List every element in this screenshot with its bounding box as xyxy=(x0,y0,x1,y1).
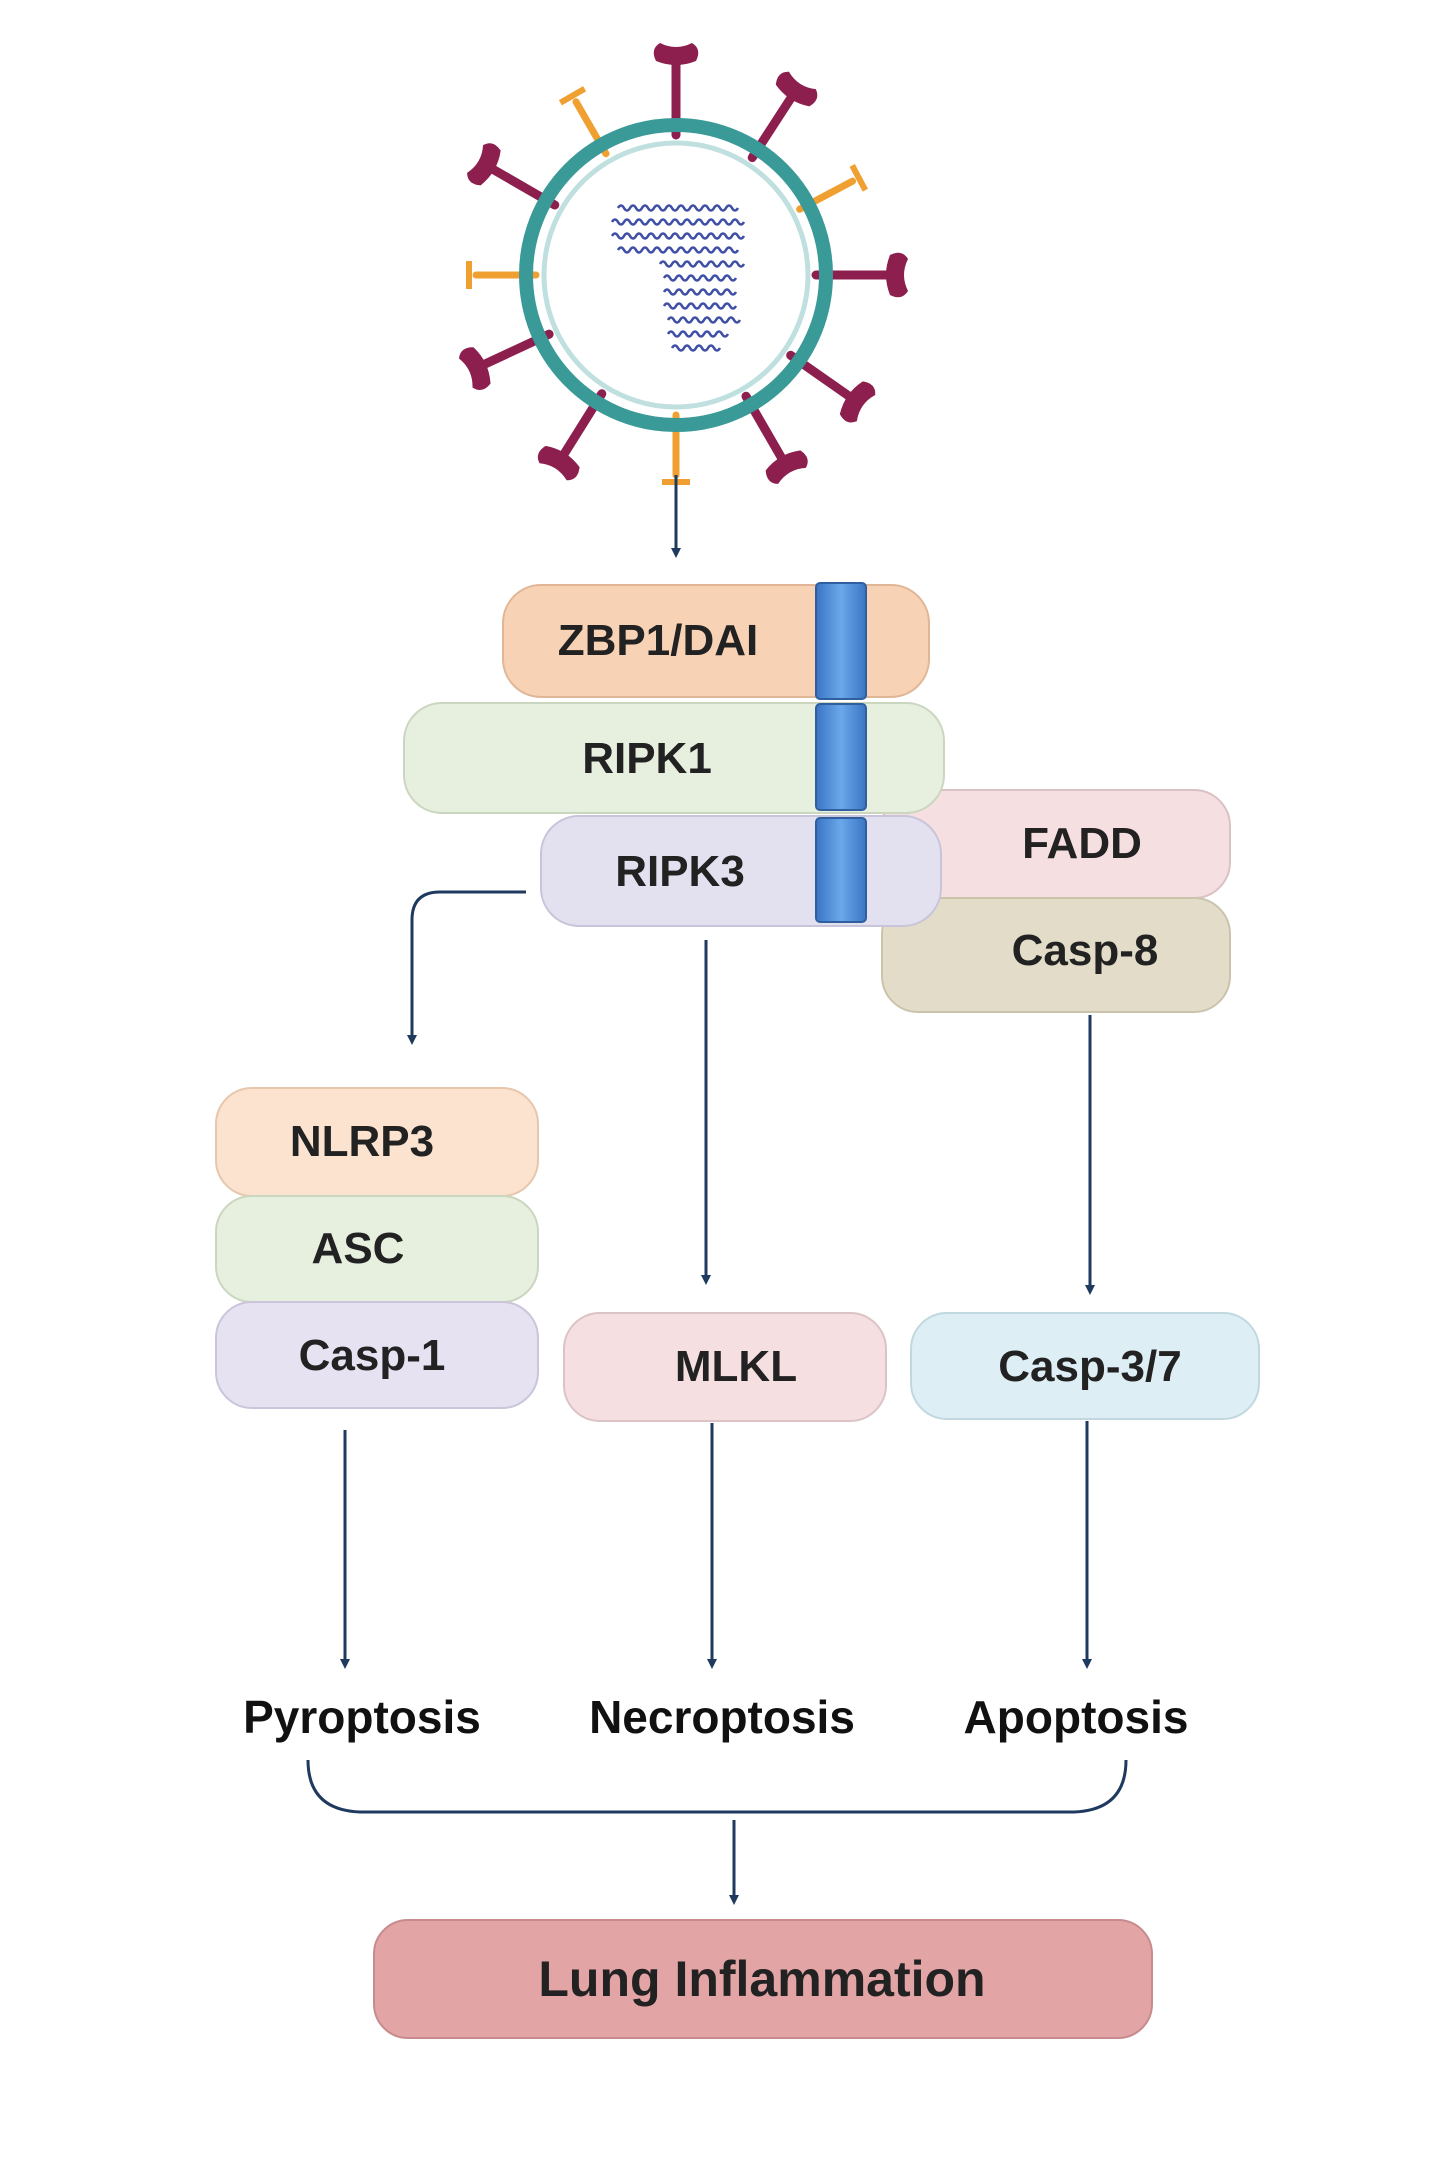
rna-strand xyxy=(610,232,746,240)
virus-envelope xyxy=(519,118,833,432)
rhim-domain-ripk1 xyxy=(815,703,867,811)
necroptosis-label: Necroptosis xyxy=(589,1691,855,1743)
rhim-domain-zbp1 xyxy=(815,582,867,700)
rna-strand xyxy=(662,274,738,282)
asc-pill: ASC xyxy=(215,1195,539,1303)
rna-strand xyxy=(658,260,746,268)
nlrp3-label: NLRP3 xyxy=(290,1117,434,1166)
rhim-domain-ripk3 xyxy=(815,817,867,923)
casp37-pill: Casp-3/7 xyxy=(910,1312,1260,1420)
ripk3-pill: RIPK3 xyxy=(540,815,942,927)
casp37-label: Casp-3/7 xyxy=(998,1342,1181,1391)
rna-strand xyxy=(610,218,746,226)
casp1-label: Casp-1 xyxy=(299,1331,446,1380)
casp1-pill: Casp-1 xyxy=(215,1301,539,1409)
virus-inner-ring xyxy=(541,140,811,410)
rna-strand xyxy=(666,316,742,324)
nlrp3-pill: NLRP3 xyxy=(215,1087,539,1197)
virus-icon xyxy=(458,43,908,485)
outcomes-bracket xyxy=(306,1759,1128,1814)
casp8-label: Casp-8 xyxy=(1012,926,1159,975)
rna-strand xyxy=(662,288,738,296)
apoptosis-label: Apoptosis xyxy=(964,1691,1189,1743)
rna-strand xyxy=(670,344,722,352)
lung-inflammation-label: Lung Inflammation xyxy=(538,1951,985,2007)
rna-strand xyxy=(662,302,738,310)
rna-strand xyxy=(616,204,740,212)
viral-rna xyxy=(610,204,746,352)
pyroptosis-label: Pyroptosis xyxy=(243,1691,481,1743)
fadd-label: FADD xyxy=(1022,819,1142,868)
ripk1-pill: RIPK1 xyxy=(403,702,945,814)
rna-strand xyxy=(616,246,740,254)
mlkl-label: MLKL xyxy=(675,1342,797,1391)
zbp1-label: ZBP1/DAI xyxy=(558,616,758,665)
arrow-ripk3-to-nlrp3 xyxy=(407,890,526,1045)
casp8-pill: Casp-8 xyxy=(881,897,1231,1013)
mlkl-pill: MLKL xyxy=(563,1312,887,1422)
rna-strand xyxy=(666,330,730,338)
asc-label: ASC xyxy=(312,1224,405,1273)
ripk3-label: RIPK3 xyxy=(615,847,745,896)
lung-inflammation-box: Lung Inflammation xyxy=(373,1919,1153,2039)
ripk1-label: RIPK1 xyxy=(582,734,712,783)
